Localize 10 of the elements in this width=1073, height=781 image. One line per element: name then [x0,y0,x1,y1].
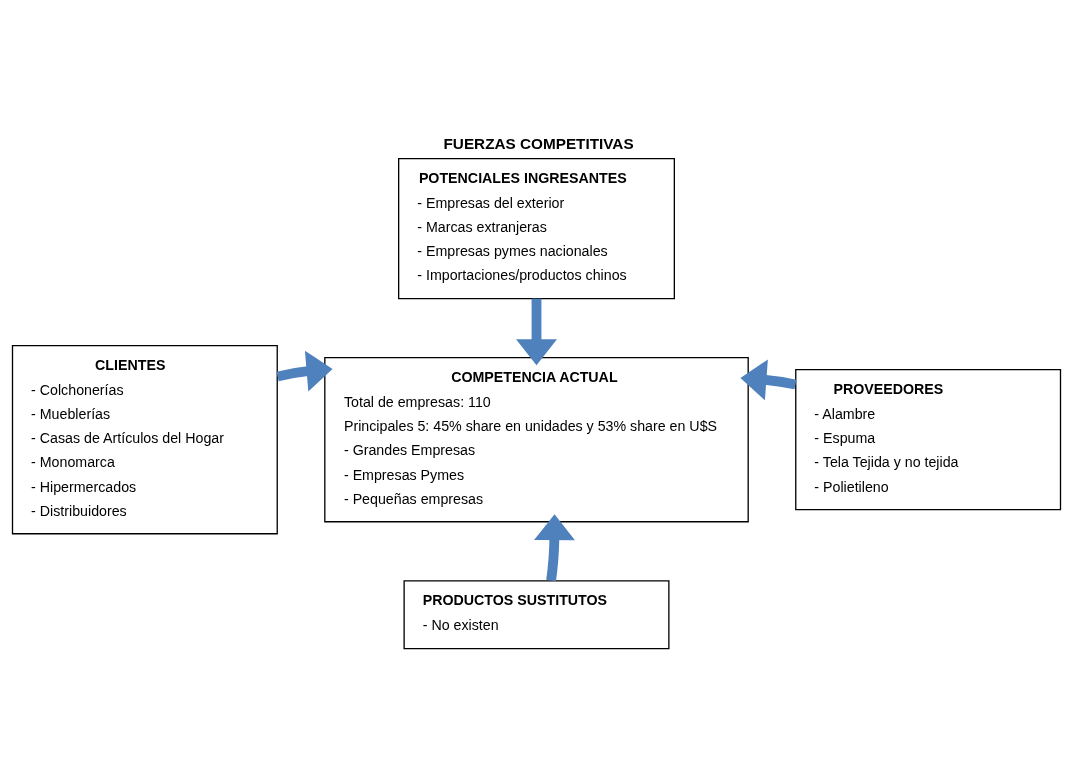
node-box: CLIENTES - Colchonerías - Mueblerías - Casas de Artículos del Hogar - Monomarca - Hipermercados - Distribuidores [11,344,278,534]
node-box: PROVEEDORES - Alambre - Espuma - Tela Tejida y no tejida - Polietileno [795,368,1062,510]
node-box: COMPETENCIA ACTUAL Total de empresas: 110 Principales 5: 45% share en unidades y 53% share en U$S - Grandes Empresas - Empresas Pymes - Pequeñas empresas [324,356,749,522]
node-box: PRODUCTOS SUSTITUTOS - No existen [403,579,670,649]
arrow [740,358,797,400]
arrow [516,298,557,365]
diagram-title: FUERZAS COMPETITIVAS [443,134,634,152]
arrow [534,513,575,581]
node-box: POTENCIALES INGRESANTES - Empresas del exterior - Marcas extranjeras - Empresas pymes nacionales - Importaciones/productos chinos [398,157,675,299]
arrow [276,350,333,391]
